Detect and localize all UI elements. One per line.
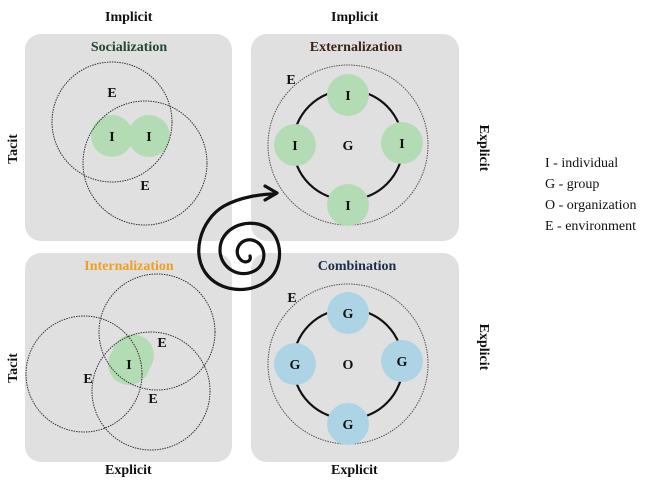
group-label: G xyxy=(343,418,354,433)
axis-label-bottom-right: Explicit xyxy=(331,463,378,478)
environment-circle xyxy=(25,315,143,433)
env-label: E xyxy=(148,392,157,407)
externalization-title: Externalization xyxy=(309,40,403,55)
individual-label: I xyxy=(345,199,350,214)
env-label: E xyxy=(157,336,166,351)
socialization-diagram: E E I I xyxy=(51,61,208,226)
combination-diagram: E O G G G G xyxy=(267,283,429,445)
combination-title: Combination xyxy=(317,259,397,274)
individual-node xyxy=(274,124,316,166)
individual-circle xyxy=(108,343,150,385)
legend: I - individual G - group O - organizatio… xyxy=(545,153,637,237)
individual-node xyxy=(381,122,423,164)
group-node xyxy=(327,403,369,445)
axis-label-bottom-left: Explicit xyxy=(105,463,152,478)
externalization-diagram: E G I I I I xyxy=(267,64,429,226)
organization-label: O xyxy=(343,358,354,373)
individual-label: I xyxy=(109,130,114,145)
environment-circle xyxy=(82,100,208,226)
axis-label-top-left: Implicit xyxy=(105,10,153,25)
environment-circle xyxy=(98,273,216,391)
individual-label: I xyxy=(146,130,151,145)
individual-node xyxy=(327,184,369,226)
spiral-icon xyxy=(197,184,282,291)
individual-label: I xyxy=(292,139,297,154)
env-label: E xyxy=(286,73,295,88)
group-label: G xyxy=(343,307,354,322)
env-label: E xyxy=(287,291,296,306)
legend-item-organization: O - organization xyxy=(545,198,637,213)
individual-circle xyxy=(91,115,133,157)
individual-circle xyxy=(128,115,170,157)
group-node xyxy=(274,343,316,385)
legend-item-group: G - group xyxy=(545,177,600,192)
socialization-title: Socialization xyxy=(90,40,168,55)
env-label: E xyxy=(140,179,149,194)
legend-item-individual: I - individual xyxy=(545,156,619,171)
group-label: G xyxy=(397,355,408,370)
group-node xyxy=(381,340,423,382)
individual-label: I xyxy=(399,137,404,152)
axis-label-top-right: Implicit xyxy=(331,10,379,25)
individual-label: I xyxy=(345,89,350,104)
environment-circle xyxy=(91,331,211,451)
individual-node xyxy=(327,74,369,116)
internalization-diagram: E E E I xyxy=(25,273,216,451)
individual-label: I xyxy=(126,358,131,373)
env-label: E xyxy=(83,372,92,387)
environment-circle xyxy=(51,61,173,183)
group-node xyxy=(327,292,369,334)
internalization-title: Internalization xyxy=(84,259,174,274)
legend-item-environment: E - environment xyxy=(545,219,636,234)
group-label: G xyxy=(343,139,354,154)
env-label: E xyxy=(107,86,116,101)
group-label: G xyxy=(290,358,301,373)
